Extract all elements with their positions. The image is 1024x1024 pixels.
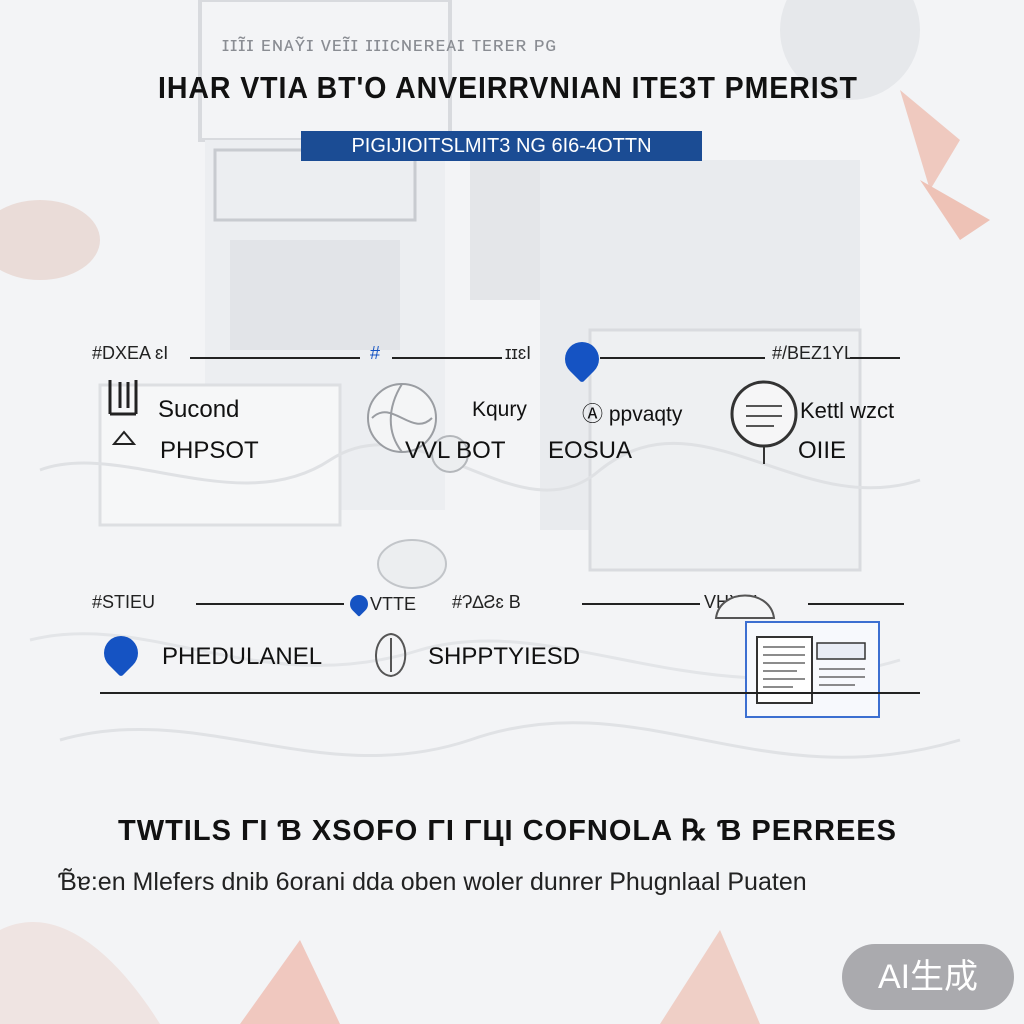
row1-item2-line2: VVL BOT — [405, 437, 506, 464]
row1-header-4: #/BEZ1YL — [772, 343, 855, 363]
document-icon — [730, 380, 798, 464]
document-thumbnail — [745, 621, 880, 718]
row1-item3-line2: EOSUA — [548, 437, 633, 464]
row2-header-1: #STIEU — [92, 592, 156, 612]
row1-item4-line1: Kettl wzct — [800, 398, 895, 423]
ai-generated-badge: AI生成 — [842, 944, 1014, 1010]
row2-bottom-divider — [100, 692, 920, 694]
row1-header-1: #DXEA ɛI — [92, 343, 169, 363]
row1-item3-line1: Ⓐ ppvaqty — [582, 403, 683, 426]
row2-header-3: #Ɂ∆Ƨɛ B — [452, 592, 521, 612]
faint-title: ɪɪɪ̃ɪ ᴇɴᴀʏ̃ɪ ᴠᴇɪ̃ɪ ɪɪɪᴄɴᴇʀᴇᴀɪ ᴛᴇʀᴇʀ ᴘɢ — [222, 34, 558, 56]
row1-divider-4 — [850, 357, 900, 359]
hat-icon — [714, 594, 776, 619]
row1-header-2: # — [370, 343, 381, 363]
row2-item2-label: SHPPTYIESD — [428, 643, 581, 670]
row2-divider-1 — [196, 603, 344, 605]
row1-item1-line1: Sucond — [158, 396, 240, 423]
row1-item2-line1: Kqury — [472, 398, 527, 421]
row2-divider-2 — [582, 603, 700, 605]
row2-divider-3 — [808, 603, 904, 605]
footer-title: TWTILS ΓΙ Ɓ XSOFO ΓΙ ΓЦΙ COFNOLA ℞ Ɓ PER… — [118, 815, 897, 847]
bubble-icon — [377, 539, 447, 589]
row1-item4-line2: OIIE — [798, 437, 847, 464]
row1-divider-2 — [392, 357, 502, 359]
shell-icon — [375, 632, 407, 678]
footer-description: Ɓ̃ɐ:en Mlefers dnib 6orani dda oben wole… — [58, 868, 807, 896]
bookmark-icon — [108, 380, 138, 445]
row2-item1-label: PHEDULANEL — [162, 643, 323, 670]
subtitle-banner: PIGIJIOITSLMIT3 NG 6I6-4OTTN — [301, 131, 702, 161]
row1-divider-3 — [600, 357, 765, 359]
row2-header-2: VTTE — [370, 594, 417, 614]
row1-item1-line2: PHPSOT — [160, 437, 259, 464]
globe-icon — [367, 383, 469, 473]
page-title: IHAR VTIA BT'O ANVEIRRVNIAN ITEЗT PMERIS… — [158, 70, 858, 105]
row1-divider-1 — [190, 357, 360, 359]
row1-header-3: ɪɪɛI — [505, 343, 532, 363]
